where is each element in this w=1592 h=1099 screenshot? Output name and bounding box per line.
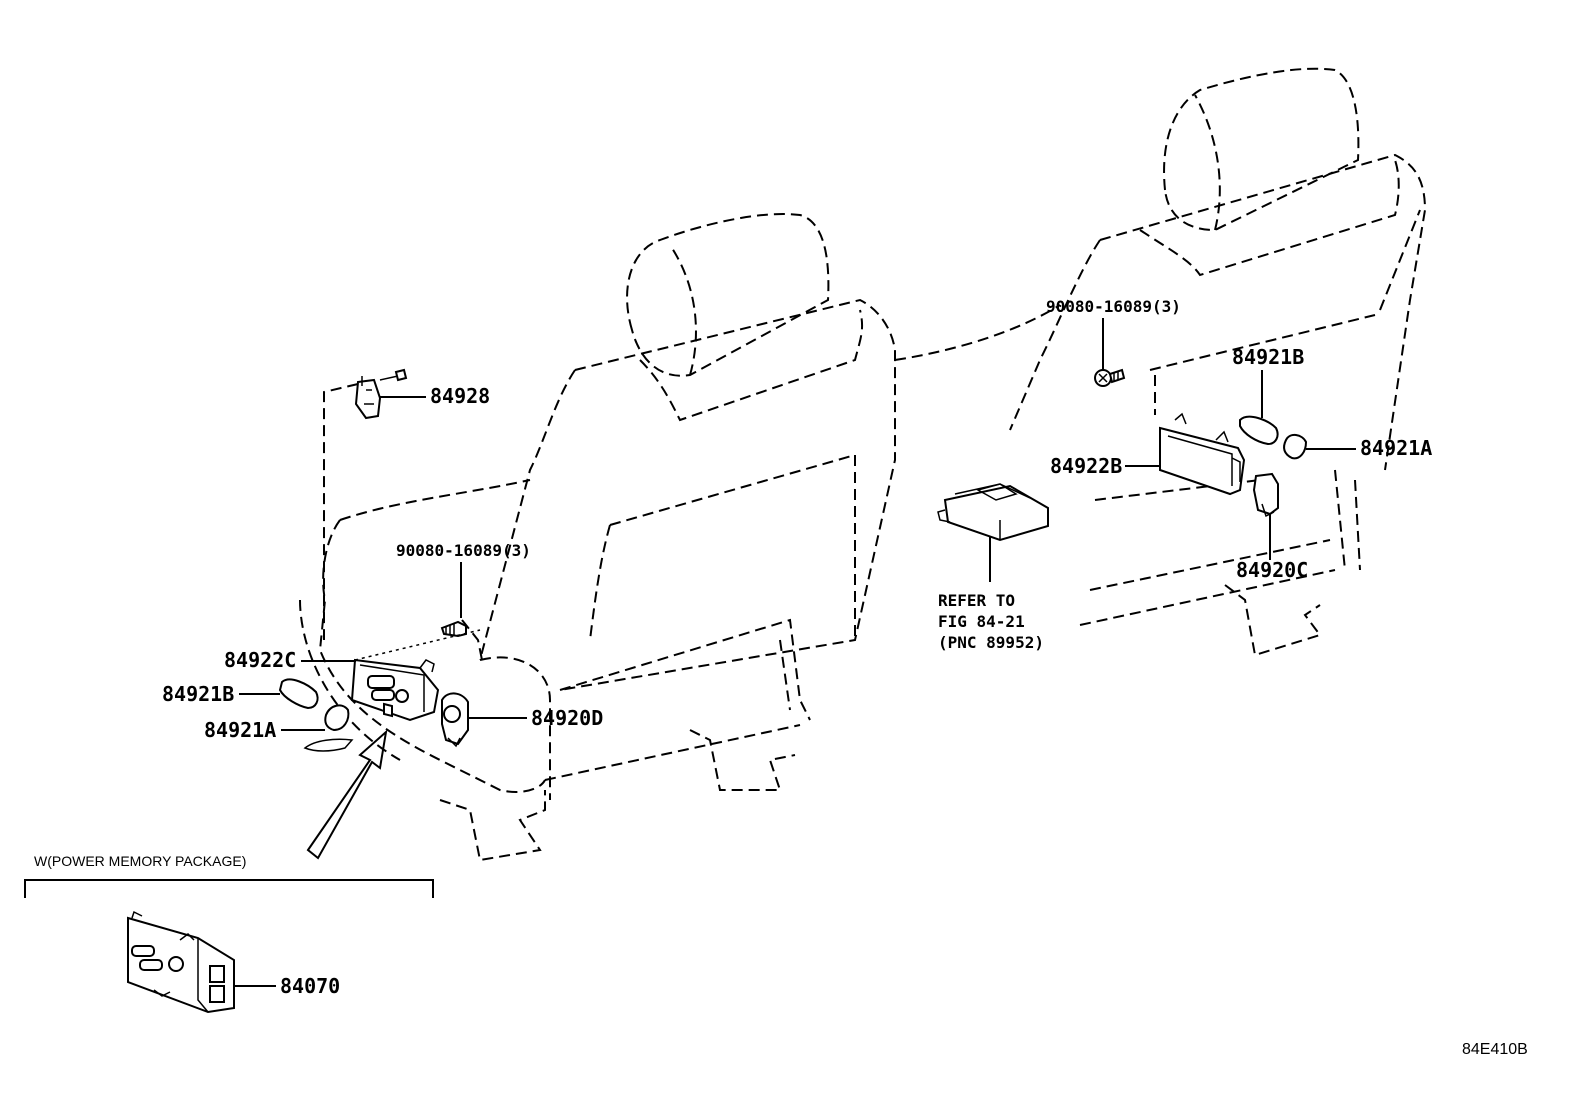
view-arrow bbox=[306, 729, 388, 860]
switch-assembly-84922C bbox=[350, 629, 481, 722]
bracket-part-84928 bbox=[323, 368, 408, 640]
knob-84921A-right bbox=[1283, 434, 1308, 460]
package-bracket bbox=[24, 879, 434, 898]
refer-line-2: FIG 84-21 bbox=[938, 612, 1025, 631]
screw-left-90080 bbox=[440, 619, 483, 661]
knob-84921A-left bbox=[303, 704, 354, 752]
refer-line-3: (PNC 89952) bbox=[938, 633, 1044, 652]
switch-84920D bbox=[441, 692, 469, 748]
knob-84921B-right bbox=[1239, 415, 1279, 446]
label-90080-left: 90080-16089(3) bbox=[396, 541, 531, 560]
referenced-switch-module bbox=[937, 483, 1049, 542]
label-84070: 84070 bbox=[280, 974, 340, 998]
label-84921B-right: 84921B bbox=[1232, 345, 1304, 369]
label-84920D: 84920D bbox=[531, 706, 603, 730]
right-seat-outline bbox=[894, 67, 1427, 657]
memory-switch-84070 bbox=[127, 910, 235, 1014]
left-seat-outline bbox=[299, 213, 896, 862]
label-84921A-left: 84921A bbox=[204, 718, 276, 742]
package-caption: W(POWER MEMORY PACKAGE) bbox=[34, 853, 246, 869]
label-84922B: 84922B bbox=[1050, 454, 1122, 478]
screw-right-90080 bbox=[1094, 368, 1126, 387]
label-84921B-left: 84921B bbox=[162, 682, 234, 706]
knob-84921B-left bbox=[278, 678, 319, 710]
panel-84922B bbox=[1159, 412, 1246, 496]
label-84920C: 84920C bbox=[1236, 558, 1308, 582]
refer-line-1: REFER TO bbox=[938, 591, 1015, 610]
label-84921A-right: 84921A bbox=[1360, 436, 1432, 460]
label-84928: 84928 bbox=[430, 384, 490, 408]
figure-id: 84E410B bbox=[1462, 1041, 1528, 1058]
switch-84920C bbox=[1252, 472, 1279, 518]
label-84922C: 84922C bbox=[224, 648, 296, 672]
label-90080-right: 90080-16089(3) bbox=[1046, 297, 1181, 316]
